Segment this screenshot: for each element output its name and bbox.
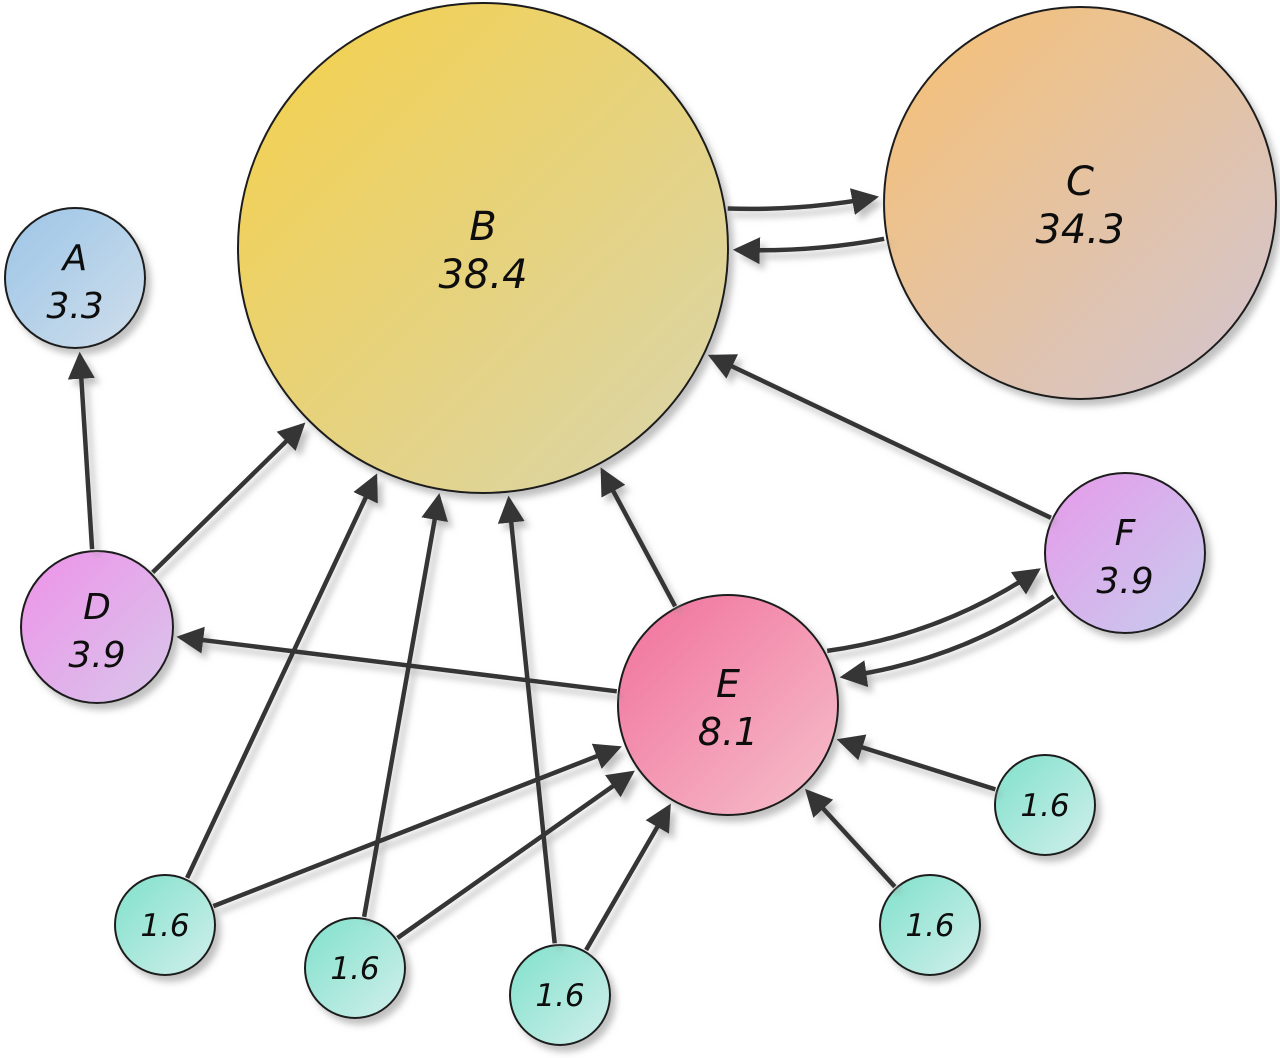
- edge-G3-E: [584, 803, 671, 952]
- node-value-F: 3.9: [1096, 561, 1153, 602]
- edge-D-A: [67, 351, 95, 550]
- node-circle-G1: [114, 874, 216, 976]
- node-value-C: 34.3: [1035, 207, 1124, 253]
- node-C: C34.3: [883, 6, 1277, 400]
- edge-E-F: [826, 568, 1041, 654]
- node-value-A: 3.3: [46, 286, 103, 327]
- node-G3: 1.6: [509, 944, 611, 1046]
- node-value-G5: 1.6: [1020, 788, 1069, 824]
- node-circle-D: [20, 550, 174, 704]
- node-label-F: F: [1115, 513, 1137, 554]
- edge-G2-E: [396, 770, 635, 940]
- node-G5: 1.6: [994, 754, 1096, 856]
- node-label-E: E: [716, 662, 740, 706]
- node-G1: 1.6: [114, 874, 216, 976]
- node-circle-C: [883, 6, 1277, 400]
- edge-F-B: [707, 354, 1052, 520]
- node-G2: 1.6: [304, 917, 406, 1019]
- node-E: E8.1: [617, 594, 839, 816]
- node-label-A: A: [61, 238, 88, 279]
- edge-G1-E: [212, 743, 622, 909]
- edge-B-C: [727, 188, 879, 215]
- node-label-D: D: [83, 587, 111, 628]
- edge-E-D: [176, 626, 618, 694]
- node-value-G2: 1.6: [330, 951, 379, 987]
- edge-E-B: [600, 467, 678, 608]
- edge-C-B: [732, 236, 885, 265]
- edge-G4-E: [805, 788, 897, 889]
- edge-F-E: [839, 594, 1056, 688]
- node-circle-G2: [304, 917, 406, 1019]
- nodes-layer: A3.3B38.4C34.3D3.9E8.1F3.91.61.61.61.61.…: [4, 2, 1277, 1046]
- node-value-D: 3.9: [68, 635, 125, 676]
- node-circle-B: [237, 2, 729, 494]
- edges-layer: [67, 188, 1056, 952]
- node-value-E: 8.1: [698, 710, 758, 754]
- node-value-G1: 1.6: [140, 908, 189, 944]
- edge-G3-B: [497, 495, 557, 944]
- node-value-G4: 1.6: [905, 908, 954, 944]
- node-value-G3: 1.6: [535, 978, 584, 1014]
- node-circle-G3: [509, 944, 611, 1046]
- edge-G2-B: [361, 493, 448, 918]
- node-B: B38.4: [237, 2, 729, 494]
- node-circle-F: [1044, 472, 1206, 634]
- node-circle-E: [617, 594, 839, 816]
- edge-D-B: [151, 422, 306, 575]
- node-label-C: C: [1066, 159, 1094, 205]
- node-circle-G5: [994, 754, 1096, 856]
- node-D: D 3.9: [20, 550, 174, 704]
- node-A: A 3.3: [4, 207, 146, 349]
- node-label-B: B: [469, 204, 496, 250]
- node-circle-G4: [879, 874, 981, 976]
- node-circle-A: [4, 207, 146, 349]
- node-value-B: 38.4: [438, 252, 527, 298]
- node-F: F 3.9: [1044, 472, 1206, 634]
- node-G4: 1.6: [879, 874, 981, 976]
- edge-G5-E: [836, 734, 997, 792]
- edge-G1-B: [185, 473, 378, 879]
